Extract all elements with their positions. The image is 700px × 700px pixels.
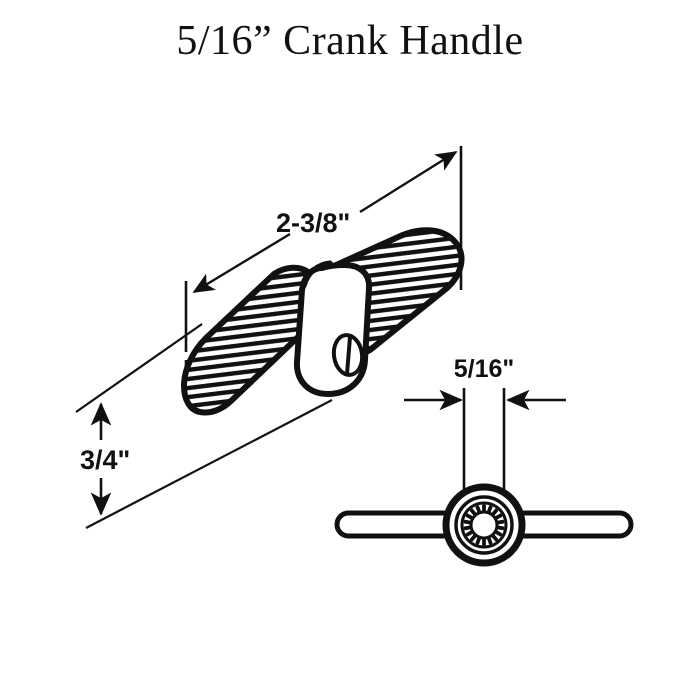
bottom-view-bore-hole [469, 510, 499, 540]
dimension-line-right-segment [359, 150, 458, 214]
page-title: 5/16” Crank Handle [176, 18, 524, 64]
dimension-label-length: 2-3/8" [276, 208, 350, 238]
extension-line-upper-diagonal [75, 323, 203, 413]
handle-left-wing-ribs [184, 267, 324, 413]
handle-center-boss [293, 260, 373, 397]
dimension-line-left-segment [192, 232, 291, 294]
handle-boss-top-lip [301, 260, 333, 289]
dimension-length-2-3-8: 2-3/8" [184, 146, 463, 370]
dimension-label-bore: 5/16" [454, 355, 515, 383]
bottom-view-splined-bore [463, 504, 505, 546]
set-screw-slot [345, 336, 352, 375]
dimension-height-3-4: 3/4" [75, 323, 333, 529]
crank-handle-bottom-view [334, 483, 634, 567]
crank-handle-isometric-view [181, 227, 465, 416]
handle-set-screw [331, 333, 365, 377]
dimension-label-height: 3/4" [80, 445, 130, 475]
handle-left-wing [181, 264, 327, 416]
handle-right-wing-ribs [332, 230, 461, 353]
extension-line-lower-diagonal [85, 399, 333, 529]
handle-center-boss-shape [293, 262, 373, 397]
